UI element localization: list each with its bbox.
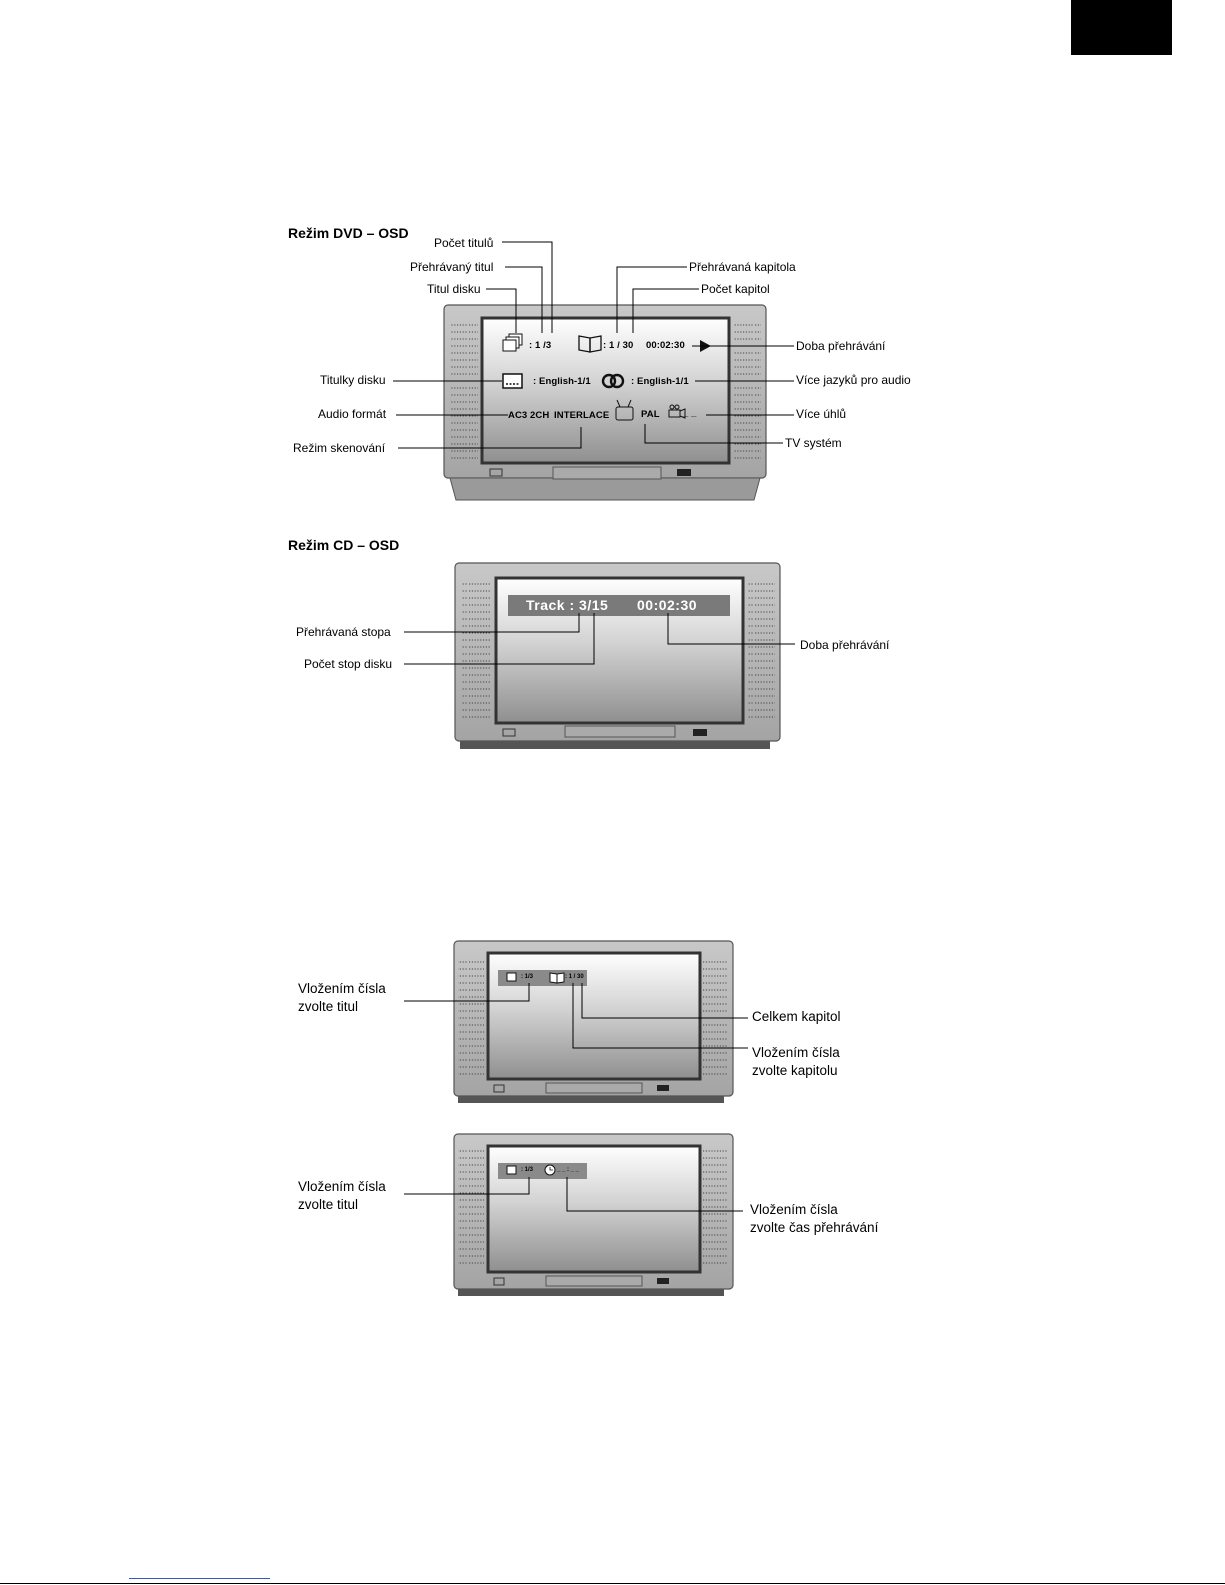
tv-title-chapter-search (404, 940, 748, 1103)
osd-ts-title-value: : 1/3 (521, 1167, 534, 1173)
audio-language-icon (601, 373, 625, 389)
label-prehravana-stopa: Přehrávaná stopa (296, 625, 391, 639)
label-tv-system: TV systém (785, 436, 842, 450)
osd-ts-time-value: _ _ : _ _ (557, 1167, 580, 1173)
label-titulky-disku: Titulky disku (320, 373, 386, 387)
tv-tc-osd-bar (498, 970, 587, 986)
osd-subtitle-value: : English-1/1 (533, 376, 591, 387)
label-prehravany-titul: Přehrávaný titul (410, 260, 494, 274)
footer-link-underline (129, 1578, 270, 1579)
label-zvolte-cas-line1: Vložením čísla (750, 1202, 838, 1217)
title-icon-small (506, 1165, 517, 1175)
footer-rule (0, 1583, 1225, 1584)
page-corner-tab (1071, 0, 1172, 55)
label-doba-prehravani: Doba přehrávání (796, 339, 886, 353)
tv-ts-speaker-left (458, 1149, 484, 1269)
tv-cd-speaker-left (462, 580, 490, 718)
osd-elapsed-time: 00:02:30 (646, 340, 685, 351)
osd-tv-system: PAL (641, 409, 660, 420)
tv-dvd-stand (449, 477, 761, 501)
tv-ts-osd-bar (498, 1163, 587, 1179)
osd-scan-mode: INTERLACE (554, 410, 610, 421)
cd-osd-heading: Režim CD – OSD (288, 537, 400, 553)
chapter-book-icon (578, 335, 602, 353)
tv-cd-power-led (502, 728, 516, 737)
tv-dvd-ir-window (677, 469, 691, 476)
label-pocet-titulu: Počet titulů (434, 236, 494, 250)
clock-icon (544, 1164, 556, 1176)
tv-ts-speaker-right (703, 1149, 729, 1269)
osd-angle-value: _ _ (683, 408, 697, 419)
osd-audio-value: : English-1/1 (631, 376, 689, 387)
tv-dvd-screen (480, 316, 731, 465)
tv-time-search (404, 1133, 743, 1296)
tv-tc-ir-window (657, 1085, 669, 1091)
label-zvolte-kapitolu-line2: zvolte kapitolu (752, 1063, 838, 1078)
tv-cd-speaker-right (747, 580, 775, 718)
label-prehravana-kapitola: Přehrávaná kapitola (689, 260, 796, 274)
tv-cd-ir-window (693, 729, 707, 736)
tv-tc-base (458, 1096, 724, 1103)
osd-tc-chapter-value: : 1 / 30 (565, 974, 584, 980)
osd-audio-format: AC3 2CH (508, 410, 550, 421)
osd-cd-time: 00:02:30 (637, 597, 698, 613)
tv-ts-panel (545, 1275, 643, 1287)
title-icon (502, 333, 523, 352)
tv-dvd (393, 241, 794, 501)
tv-dvd-power-led (489, 468, 503, 477)
osd-tc-title-value: : 1/3 (521, 974, 534, 980)
label-vice-uhlu: Více úhlů (796, 407, 847, 421)
tv-dvd-panel (552, 466, 662, 480)
label-ts-zvolte-titul-line2: zvolte titul (298, 1197, 359, 1212)
title-icon-small (506, 972, 517, 982)
label-tc-zvolte-titul-line2: zvolte titul (298, 999, 359, 1014)
label-tc-zvolte-titul-line1: Vložením čísla (298, 981, 386, 996)
label-rezim-skenovani: Režim skenování (293, 441, 386, 455)
tv-tc-speaker-left (458, 956, 484, 1076)
tv-tc-speaker-right (703, 956, 729, 1076)
osd-chapter-value: : 1 / 30 (603, 340, 634, 351)
label-titul-disku: Titul disku (427, 282, 481, 296)
label-ts-zvolte-titul-line1: Vložením čísla (298, 1179, 386, 1194)
tv-tc-power-led (493, 1084, 505, 1093)
label-pocet-stop: Počet stop disku (304, 657, 393, 671)
dvd-osd-heading: Režim DVD – OSD (288, 225, 409, 241)
osd-track: Track : 3/15 (526, 597, 609, 613)
tv-cd (404, 562, 795, 749)
label-pocet-kapitol: Počet kapitol (701, 282, 770, 296)
label-zvolte-kapitolu-line1: Vložením čísla (752, 1045, 840, 1060)
osd-title-value: : 1 /3 (529, 340, 552, 351)
tv-ts-ir-window (657, 1278, 669, 1284)
label-zvolte-cas-line2: zvolte čas přehrávání (750, 1220, 879, 1235)
tv-cd-base (460, 741, 770, 749)
label-celkem-kapitol: Celkem kapitol (752, 1009, 841, 1024)
tv-cd-panel (564, 725, 676, 738)
tv-ts-power-led (493, 1277, 505, 1286)
tv-dvd-speaker-right (733, 322, 761, 462)
label-cd-doba-prehravani: Doba přehrávání (800, 638, 890, 652)
camera-angle-icon (668, 404, 686, 419)
label-vice-jazyku: Více jazyků pro audio (796, 373, 911, 387)
tv-tc-panel (545, 1082, 643, 1094)
tv-cd-osd-bar (508, 595, 730, 616)
tv-ts-base (458, 1289, 724, 1296)
chapter-book-icon-small (549, 972, 565, 984)
label-audio-format: Audio formát (318, 407, 387, 421)
tv-system-icon (615, 399, 634, 421)
subtitle-icon (502, 373, 523, 389)
tv-dvd-speaker-left (450, 322, 478, 462)
